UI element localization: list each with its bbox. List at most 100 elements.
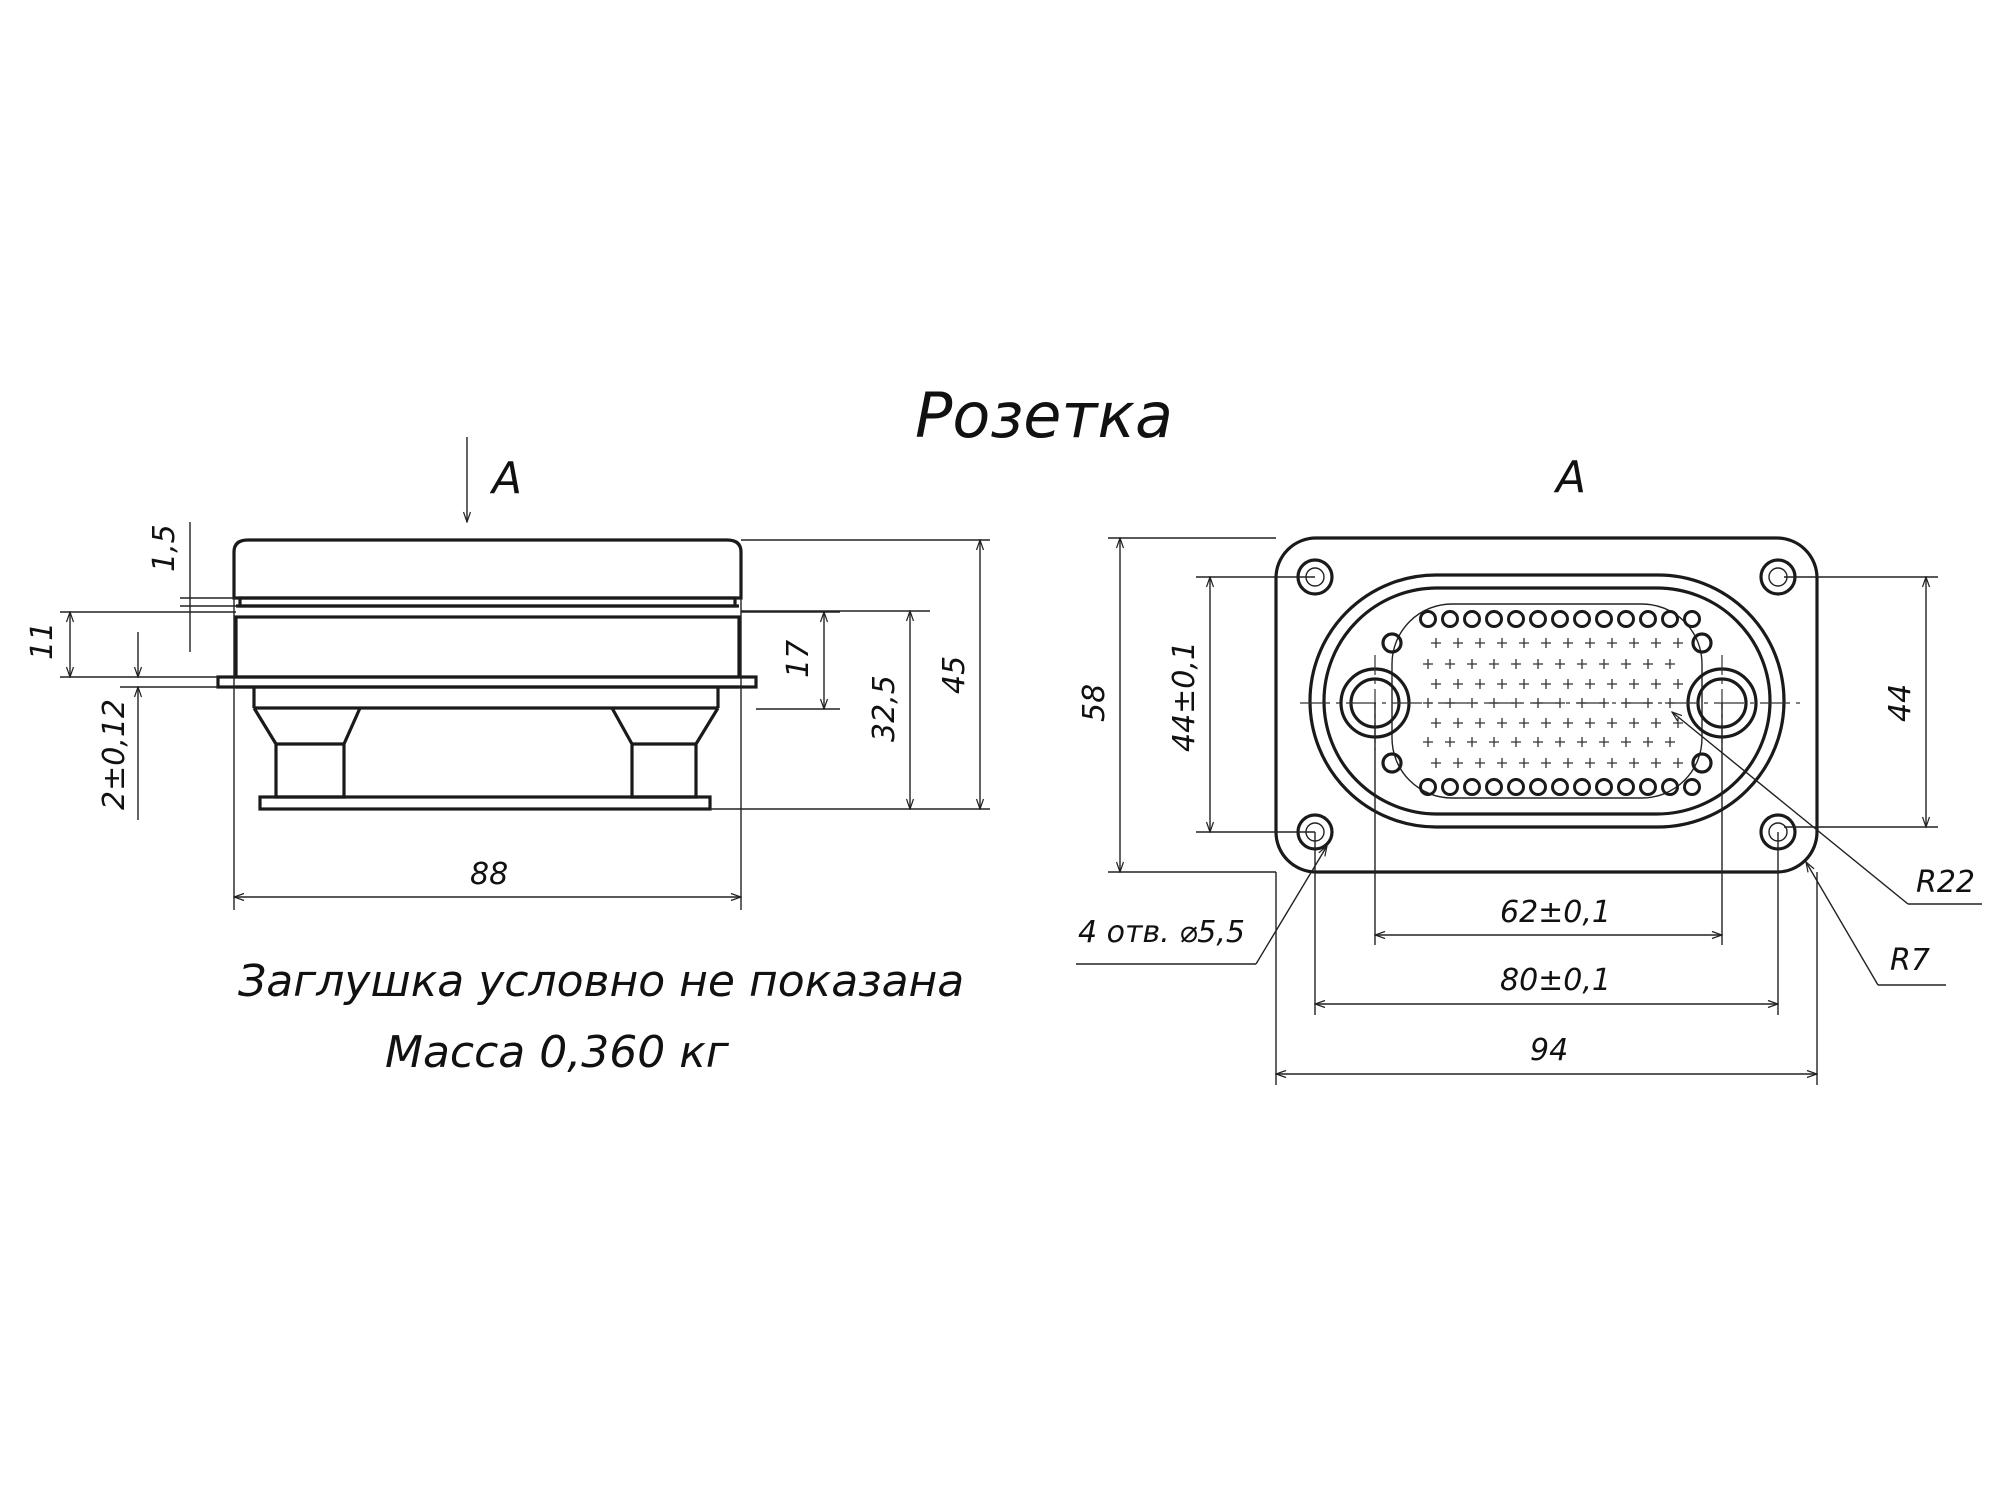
contact-position-mark [1621, 698, 1631, 708]
contact-position-mark [1607, 679, 1617, 689]
contact-position-mark [1577, 698, 1587, 708]
contact-position-mark [1673, 758, 1683, 768]
contact-position-mark [1577, 659, 1587, 669]
dim-11: 11 [25, 622, 60, 660]
contact-socket [1551, 610, 1569, 628]
contact-position-mark [1621, 737, 1631, 747]
dim-32-5: 32,5 [867, 675, 902, 742]
dim-44: 44 [1883, 684, 1918, 722]
contact-socket [1639, 778, 1657, 796]
contact-position-mark [1475, 758, 1485, 768]
contact-socket [1551, 778, 1569, 796]
contact-position-mark [1489, 659, 1499, 669]
dim-r7: R7 [1890, 943, 1930, 978]
contact-socket [1595, 610, 1613, 628]
contact-position-mark [1475, 718, 1485, 728]
contact-position-mark [1563, 718, 1573, 728]
contact-position-mark [1497, 758, 1507, 768]
contact-socket [1661, 778, 1679, 796]
dim-17: 17 [781, 640, 816, 678]
contact-position-mark [1643, 737, 1653, 747]
contact-socket [1441, 610, 1459, 628]
contact-position-mark [1665, 737, 1675, 747]
contact-position-mark [1563, 758, 1573, 768]
contact-position-mark [1555, 737, 1565, 747]
contact-position-mark [1599, 698, 1609, 708]
contact-socket [1573, 610, 1591, 628]
contact-position-mark [1599, 737, 1609, 747]
contact-socket [1661, 610, 1679, 628]
contact-position-mark [1585, 718, 1595, 728]
dim-58: 58 [1077, 684, 1112, 722]
contact-position-mark [1651, 679, 1661, 689]
contact-position-mark [1519, 718, 1529, 728]
contact-position-mark [1431, 758, 1441, 768]
contact-position-mark [1585, 758, 1595, 768]
dim-44-01: 44±0,1 [1167, 641, 1202, 752]
contact-position-mark [1629, 638, 1639, 648]
contact-position-mark [1665, 659, 1675, 669]
contact-position-mark [1497, 718, 1507, 728]
contact-socket [1595, 778, 1613, 796]
contact-position-mark [1651, 638, 1661, 648]
contact-position-mark [1555, 698, 1565, 708]
side-view [216, 538, 758, 811]
contact-position-mark [1445, 659, 1455, 669]
dim-holes: 4 отв. ⌀5,5 [1078, 915, 1245, 950]
contact-socket [1485, 778, 1503, 796]
view-direction-arrow: А [467, 437, 522, 522]
contact-position-mark [1629, 758, 1639, 768]
contact-position-mark [1541, 718, 1551, 728]
contact-position-mark [1423, 737, 1433, 747]
dim-2-012: 2±0,12 [97, 699, 132, 810]
contact-socket [1463, 610, 1481, 628]
dim-88: 88 [470, 857, 508, 892]
dim-62: 62±0,1 [1500, 895, 1611, 930]
contact-position-mark [1431, 718, 1441, 728]
contact-position-mark [1585, 679, 1595, 689]
drawing-title: Розетка [915, 379, 1173, 452]
contact-socket [1683, 610, 1701, 628]
contact-position-mark [1453, 679, 1463, 689]
contact-socket [1463, 778, 1481, 796]
contact-position-mark [1643, 659, 1653, 669]
dim-1-5: 1,5 [147, 524, 182, 572]
contact-position-mark [1511, 659, 1521, 669]
contact-field [1419, 610, 1701, 796]
contact-position-mark [1585, 638, 1595, 648]
contact-position-mark [1607, 758, 1617, 768]
contact-position-mark [1453, 718, 1463, 728]
front-view-dimensions: 58 44±0,1 44 62±0,1 80±0,1 94 R22 R7 [1076, 538, 1982, 1085]
contact-position-mark [1431, 679, 1441, 689]
dim-r22: R22 [1916, 865, 1975, 900]
contact-position-mark [1607, 718, 1617, 728]
contact-socket [1617, 610, 1635, 628]
contact-position-mark [1563, 679, 1573, 689]
contact-position-mark [1519, 679, 1529, 689]
contact-position-mark [1497, 638, 1507, 648]
contact-position-mark [1665, 698, 1675, 708]
note-mass: Масса 0,360 кг [385, 1027, 730, 1078]
contact-position-mark [1563, 638, 1573, 648]
contact-socket [1419, 778, 1437, 796]
contact-position-mark [1445, 737, 1455, 747]
contact-position-mark [1467, 737, 1477, 747]
dim-45: 45 [937, 656, 972, 694]
contact-position-mark [1431, 638, 1441, 648]
contact-socket [1683, 778, 1701, 796]
dim-94: 94 [1530, 1033, 1568, 1068]
contact-position-mark [1541, 758, 1551, 768]
contact-socket [1441, 778, 1459, 796]
note-plug-not-shown: Заглушка условно не показана [238, 956, 964, 1007]
contact-socket [1507, 778, 1525, 796]
contact-position-mark [1497, 679, 1507, 689]
contact-position-mark [1453, 758, 1463, 768]
contact-position-mark [1533, 698, 1543, 708]
contact-position-mark [1643, 698, 1653, 708]
contact-position-mark [1621, 659, 1631, 669]
contact-position-mark [1673, 638, 1683, 648]
contact-position-mark [1533, 659, 1543, 669]
contact-position-mark [1511, 737, 1521, 747]
contact-position-mark [1577, 737, 1587, 747]
contact-position-mark [1423, 659, 1433, 669]
